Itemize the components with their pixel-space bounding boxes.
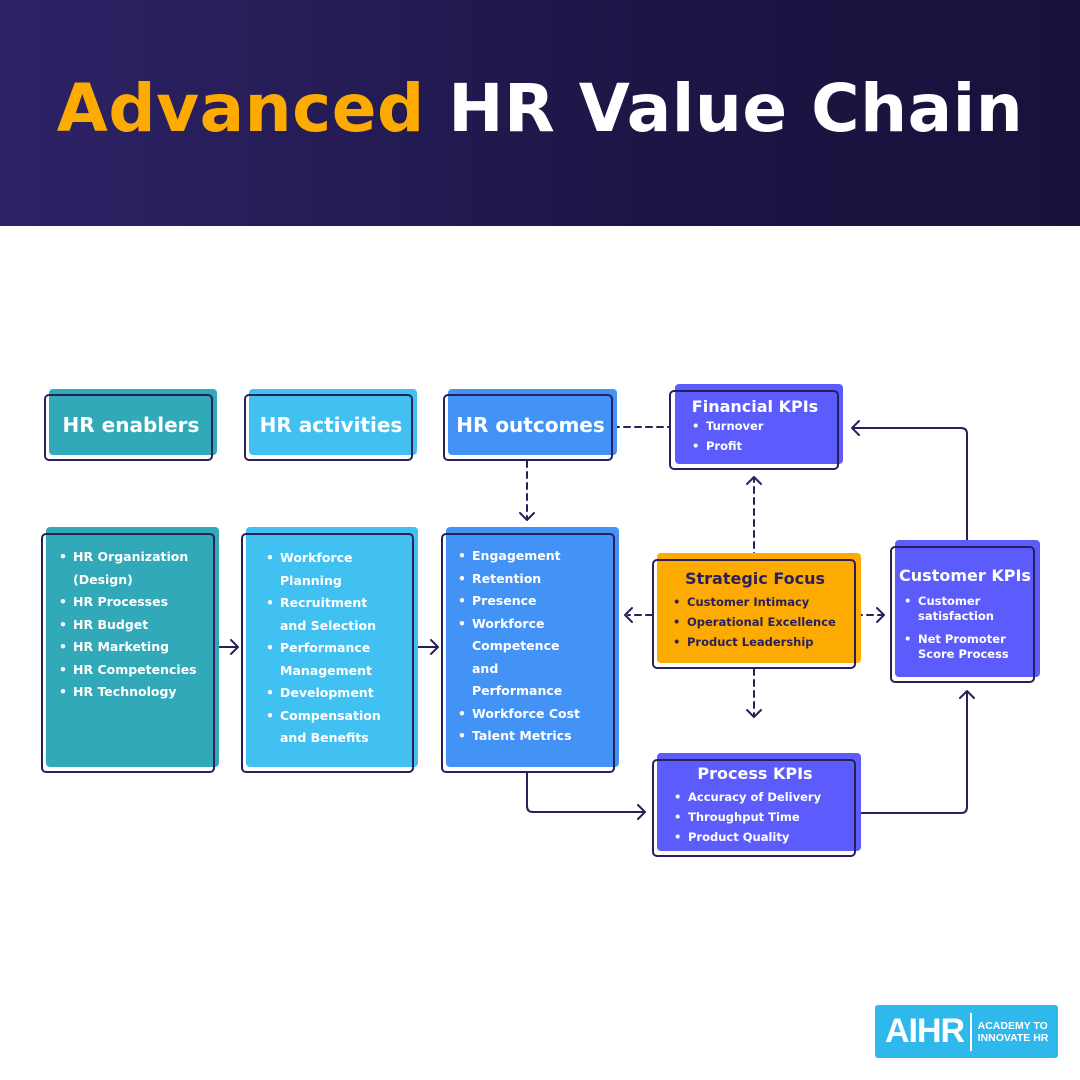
enablers-box-outline — [41, 533, 215, 773]
activities-list: Workforce Planning Recruitment and Selec… — [266, 547, 396, 750]
list-item: HR Technology — [59, 681, 204, 704]
outcomes-header-outline — [443, 394, 613, 461]
strategic-list: Customer Intimacy Operational Excellence… — [673, 592, 853, 652]
header-banner: Advanced HR Value Chain — [0, 0, 1080, 226]
financial-outline — [669, 390, 839, 470]
list-item: Customer satisfaction — [904, 594, 1022, 624]
list-item: Workforce Cost — [458, 703, 588, 726]
customer-heading: Customer KPIs — [899, 566, 1031, 585]
strategic-heading: Strategic Focus — [684, 569, 826, 588]
list-item: Retention — [458, 568, 588, 591]
activities-heading: HR activities — [259, 413, 403, 437]
enablers-list: HR Organization (Design) HR Processes HR… — [59, 546, 204, 704]
arrow-customer-financial — [851, 420, 968, 547]
enablers-header-outline — [44, 394, 213, 461]
list-item: Talent Metrics — [458, 725, 588, 748]
outcomes-header-fill — [448, 389, 617, 455]
process-heading: Process KPIs — [697, 764, 813, 783]
list-item: Development — [266, 682, 396, 705]
list-item: Product Leadership — [673, 632, 853, 652]
enablers-header-fill — [49, 389, 217, 455]
customer-list: Customer satisfaction Net Promoter Score… — [904, 594, 1022, 662]
outcomes-heading: HR outcomes — [456, 413, 605, 437]
list-item: Presence — [458, 590, 588, 613]
list-item: HR Organization (Design) — [59, 546, 204, 591]
strategic-outline — [652, 559, 856, 669]
enablers-heading: HR enablers — [62, 413, 200, 437]
list-item: Operational Excellence — [673, 612, 853, 632]
activities-box-outline — [241, 533, 414, 773]
list-item: Performance Management — [266, 637, 396, 682]
list-item: Turnover — [692, 416, 832, 436]
list-item: Engagement — [458, 545, 588, 568]
customer-outline — [890, 546, 1035, 683]
list-item: Recruitment and Selection — [266, 592, 396, 637]
arrow-activities-outcomes — [413, 639, 439, 655]
list-item: Product Quality — [674, 827, 854, 847]
page-title: Advanced HR Value Chain — [56, 70, 1024, 147]
list-item: HR Marketing — [59, 636, 204, 659]
list-item: Customer Intimacy — [673, 592, 853, 612]
list-item: HR Budget — [59, 614, 204, 637]
process-list: Accuracy of Delivery Throughput Time Pro… — [674, 787, 854, 847]
outcomes-box-outline — [441, 533, 615, 773]
arrow-outcomes-process — [526, 772, 646, 820]
arrow-process-customer — [855, 690, 975, 814]
list-item: Profit — [692, 436, 832, 456]
list-item: HR Processes — [59, 591, 204, 614]
list-item: Workforce Planning — [266, 547, 396, 592]
activities-header-outline — [244, 394, 413, 461]
logo-mark: AIHR — [885, 1012, 965, 1050]
activities-header-fill — [249, 389, 417, 455]
list-item: Accuracy of Delivery — [674, 787, 854, 807]
list-item: Compensation and Benefits — [266, 705, 396, 750]
logo-divider — [970, 1012, 972, 1051]
financial-list: Turnover Profit — [692, 416, 832, 456]
list-item: HR Competencies — [59, 659, 204, 682]
list-item: Throughput Time — [674, 807, 854, 827]
list-item: Workforce Competence and Performance — [458, 613, 588, 703]
financial-heading: Financial KPIs — [691, 397, 819, 416]
list-item: Net Promoter Score Process — [904, 632, 1022, 662]
outcomes-list: Engagement Retention Presence Workforce … — [458, 545, 588, 748]
process-outline — [652, 759, 856, 857]
